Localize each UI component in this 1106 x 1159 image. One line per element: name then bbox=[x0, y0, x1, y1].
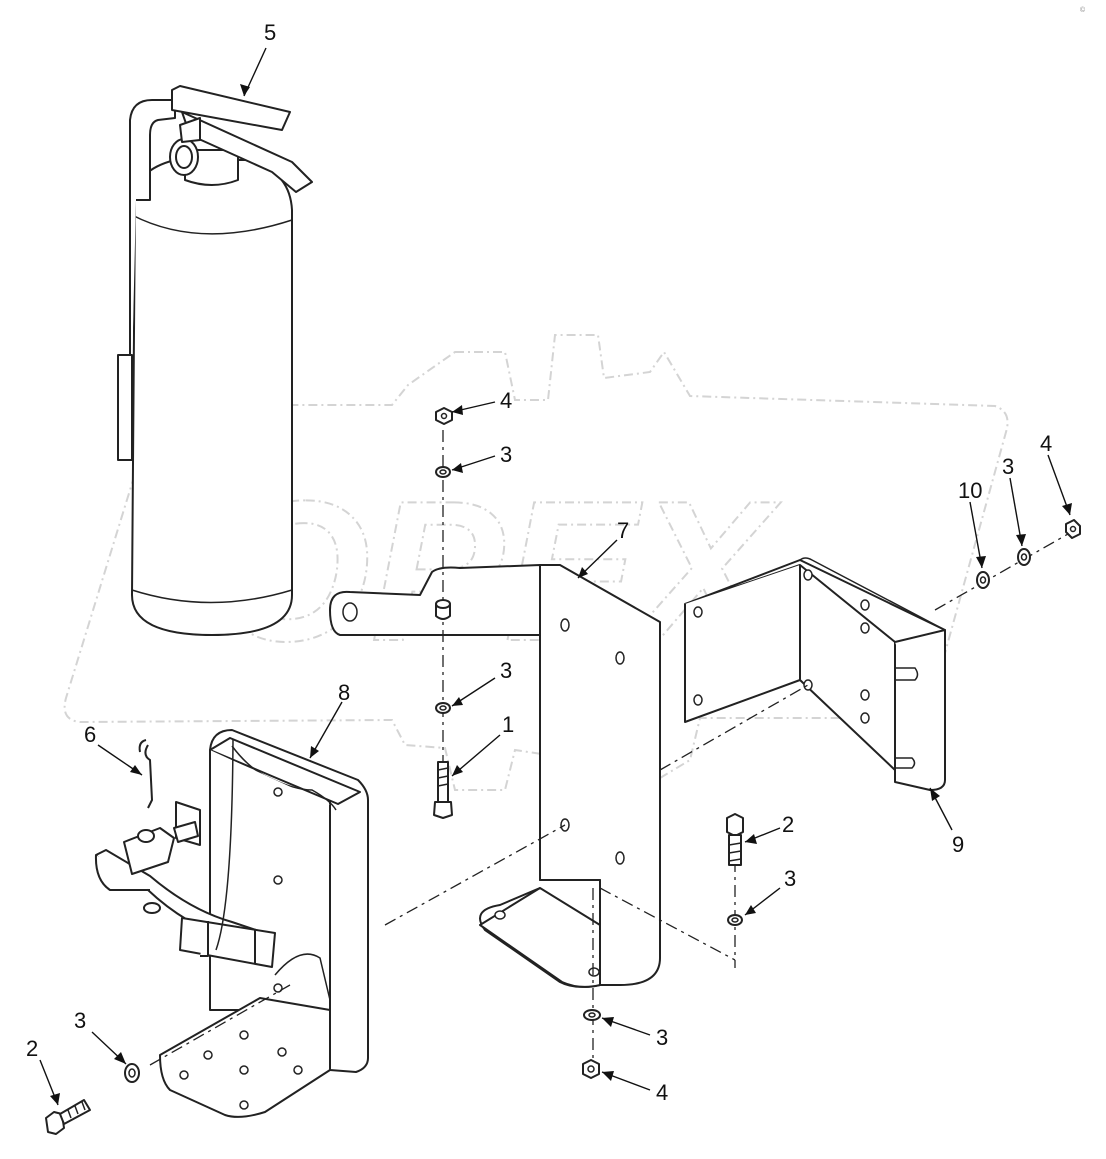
callout-4: 4 bbox=[1040, 431, 1052, 456]
callout-1: 1 bbox=[502, 712, 514, 737]
nut-lower bbox=[582, 1059, 600, 1079]
callout-7: 7 bbox=[617, 518, 629, 543]
callout-labels: 5 4 3 7 3 1 8 6 10 3 4 9 2 3 3 4 2 3 bbox=[26, 20, 1052, 1105]
bolt-left bbox=[45, 1099, 91, 1135]
channel-bracket bbox=[684, 557, 946, 791]
washer-far-right-3 bbox=[1017, 548, 1031, 566]
callout-4: 4 bbox=[500, 388, 512, 413]
callout-leaders bbox=[39, 47, 1072, 1106]
callout-6: 6 bbox=[84, 722, 96, 747]
washer-middle bbox=[435, 702, 451, 714]
callout-10: 10 bbox=[958, 478, 982, 503]
callout-3: 3 bbox=[500, 442, 512, 467]
callout-2: 2 bbox=[782, 812, 794, 837]
callout-8: 8 bbox=[338, 680, 350, 705]
callout-3: 3 bbox=[74, 1008, 86, 1033]
washer-upper bbox=[435, 466, 451, 478]
callout-3: 3 bbox=[784, 866, 796, 891]
nut-far-right bbox=[1065, 519, 1081, 539]
washer-right bbox=[727, 914, 743, 926]
bolt-right bbox=[726, 813, 744, 866]
callout-2: 2 bbox=[26, 1036, 38, 1061]
callout-3: 3 bbox=[1002, 454, 1014, 479]
extinguisher-holder bbox=[94, 729, 369, 1118]
callout-9: 9 bbox=[952, 832, 964, 857]
assembly-centerlines bbox=[149, 430, 1076, 1070]
callout-4: 4 bbox=[656, 1080, 668, 1105]
fire-extinguisher bbox=[117, 85, 313, 636]
mounting-bracket bbox=[329, 564, 661, 988]
callout-3: 3 bbox=[500, 658, 512, 683]
spacer-upper bbox=[435, 599, 451, 620]
callout-3: 3 bbox=[656, 1025, 668, 1050]
washer-far-right-10 bbox=[976, 571, 990, 589]
corner-mark: © bbox=[1080, 6, 1086, 14]
washer-lower bbox=[583, 1009, 601, 1021]
washer-left bbox=[124, 1063, 140, 1083]
nut-upper bbox=[435, 407, 453, 425]
bolt-vertical bbox=[433, 761, 453, 819]
hardware bbox=[45, 407, 1081, 1135]
callout-5: 5 bbox=[264, 20, 276, 45]
